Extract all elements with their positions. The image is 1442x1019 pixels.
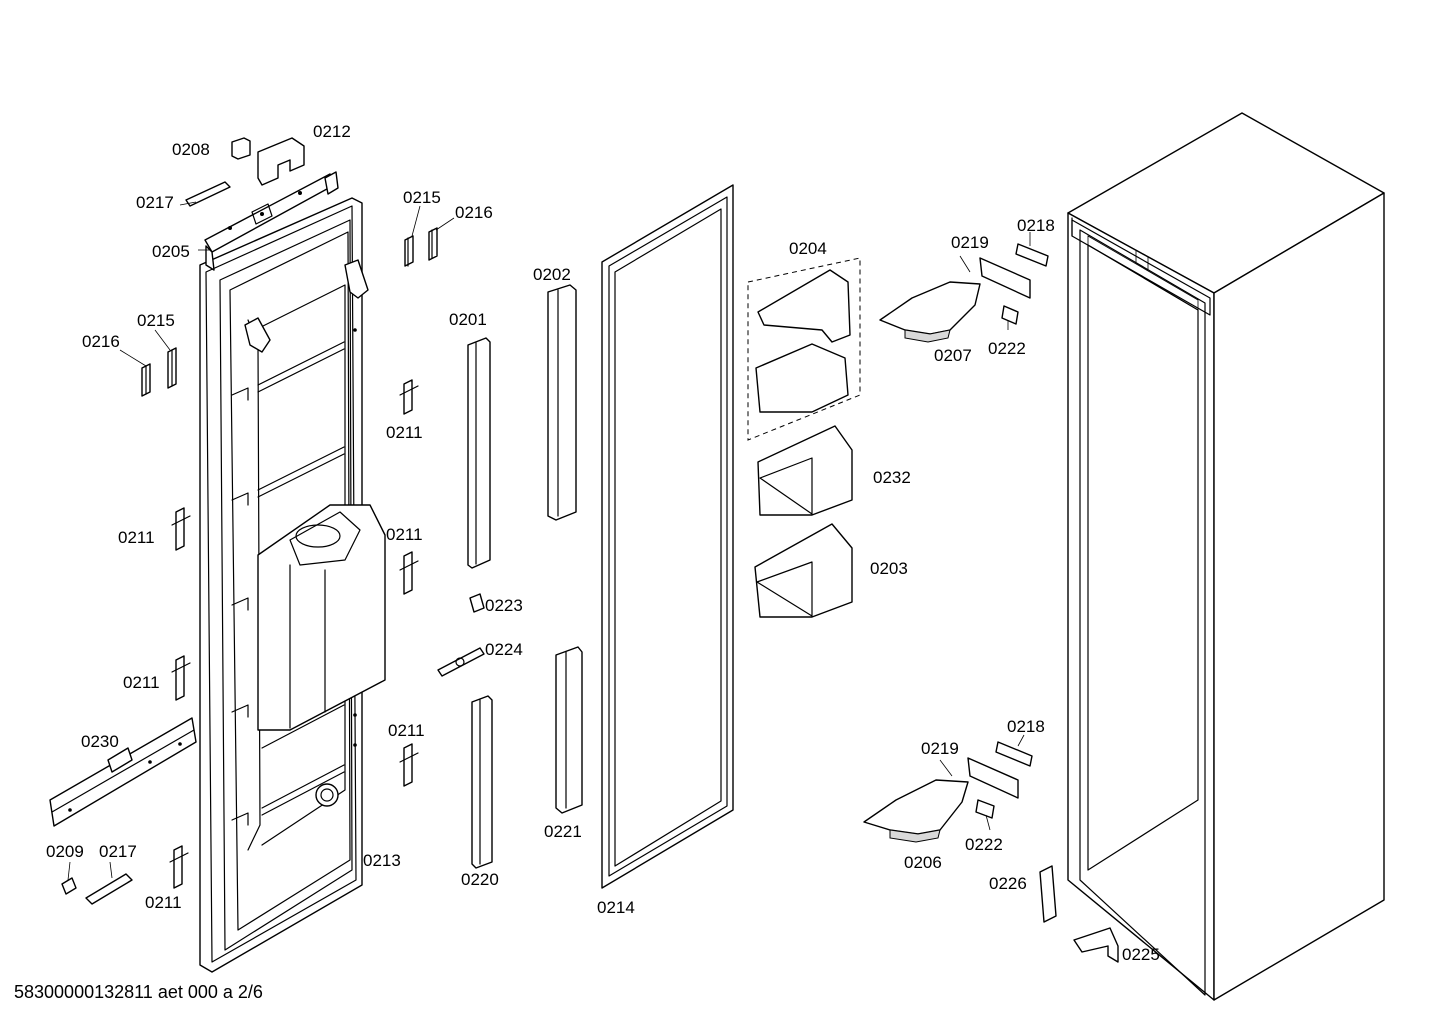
- label-0211-e: 0211: [388, 721, 425, 740]
- document-id-footer: 58300000132811 aet 000 a 2/6: [14, 982, 263, 1002]
- label-0217-bottom: 0217: [99, 842, 137, 861]
- hinges-right: [863, 243, 1049, 843]
- label-0219-top: 0219: [951, 233, 989, 252]
- strip-0230: [49, 717, 197, 827]
- label-0221: 0221: [544, 822, 582, 841]
- door-gasket-0214: [601, 184, 734, 889]
- label-0204: 0204: [789, 239, 827, 258]
- label-0203: 0203: [870, 559, 908, 578]
- label-0205: 0205: [152, 242, 190, 261]
- top-hinge-parts: [185, 137, 339, 271]
- label-0230: 0230: [81, 732, 119, 751]
- handle-profiles: [467, 284, 583, 869]
- door-shelves: [747, 257, 861, 618]
- small-parts-bottom-left: [61, 873, 133, 905]
- label-0209: 0209: [46, 842, 84, 861]
- bottom-clips-right: [1039, 865, 1119, 963]
- refrigerator-cabinet: [1067, 112, 1385, 1001]
- label-0211-d: 0211: [123, 673, 160, 692]
- label-0220: 0220: [461, 870, 499, 889]
- label-0222-bottom: 0222: [965, 835, 1003, 854]
- label-0222-top: 0222: [988, 339, 1026, 358]
- label-0216-top: 0216: [455, 203, 493, 222]
- label-0216-left: 0216: [82, 332, 120, 351]
- hinge-brackets: [141, 227, 438, 889]
- label-0215-top: 0215: [403, 188, 441, 207]
- label-0211-c: 0211: [386, 525, 423, 544]
- small-parts-center: [437, 593, 485, 677]
- label-0211-f: 0211: [145, 893, 182, 912]
- label-0214: 0214: [597, 898, 635, 917]
- freezer-door-0213: [199, 197, 386, 973]
- label-0218-top: 0218: [1017, 216, 1055, 235]
- label-0207: 0207: [934, 346, 972, 365]
- label-0225: 0225: [1122, 945, 1160, 964]
- label-0212: 0212: [313, 122, 351, 141]
- label-0217-top: 0217: [136, 193, 174, 212]
- label-0211-a: 0211: [386, 423, 423, 442]
- label-0211-b: 0211: [118, 528, 155, 547]
- label-0213: 0213: [363, 851, 401, 870]
- leader-lines: [67, 201, 1031, 881]
- label-0232: 0232: [873, 468, 911, 487]
- label-0201: 0201: [449, 310, 487, 329]
- label-0215-left: 0215: [137, 311, 175, 330]
- label-0208: 0208: [172, 140, 210, 159]
- label-0223: 0223: [485, 596, 523, 615]
- label-0206: 0206: [904, 853, 942, 872]
- label-0202: 0202: [533, 265, 571, 284]
- label-0224: 0224: [485, 640, 523, 659]
- label-0218-bottom: 0218: [1007, 717, 1045, 736]
- label-0226: 0226: [989, 874, 1027, 893]
- label-0219-bottom: 0219: [921, 739, 959, 758]
